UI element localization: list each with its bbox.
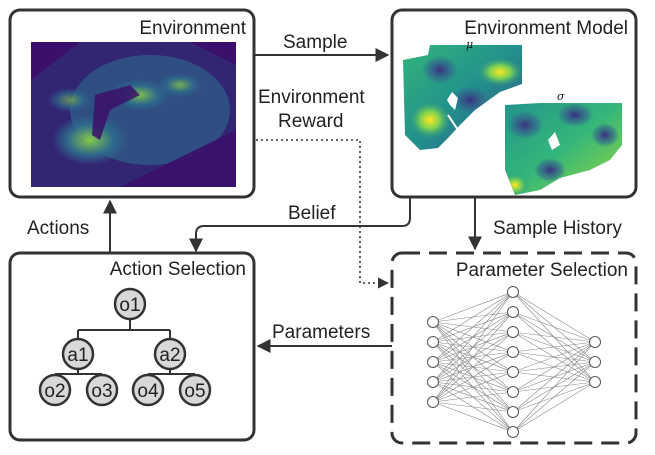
search-tree: o1 a1 a2 o2 o3 o4 <box>38 287 212 407</box>
network-connection <box>512 341 596 433</box>
arrow-parameters-label: Parameters <box>272 322 370 343</box>
network-neuron <box>507 426 519 438</box>
arrow-environment-reward-label-line2: Reward <box>278 111 343 132</box>
mean-symbol: μ <box>466 38 473 51</box>
arrow-sample-label: Sample <box>283 32 347 53</box>
network-connection <box>432 401 514 433</box>
network-connection <box>432 291 514 403</box>
network-neuron <box>427 336 439 348</box>
network-connection <box>512 311 596 343</box>
action-selection-box: Action Selection o1 a1 a2 o2 <box>8 251 256 442</box>
network-connection <box>432 331 514 403</box>
arrow-sample-history-label: Sample History <box>493 218 622 239</box>
tree-node-leaf: o4 <box>131 373 165 407</box>
network-neuron <box>507 346 519 358</box>
tree-node-leaf: o2 <box>38 373 72 407</box>
tree-node-leaf: o3 <box>85 373 119 407</box>
environment-title: Environment <box>139 18 246 39</box>
network-connection <box>432 291 514 343</box>
network-connection <box>432 401 514 413</box>
network-neuron <box>507 386 519 398</box>
network-connection <box>512 291 596 343</box>
tree-node-action-label: a2 <box>159 345 180 366</box>
network-neuron <box>427 316 439 328</box>
arrow-actions: Actions <box>27 199 117 253</box>
network-connection <box>432 311 514 403</box>
network-neuron <box>589 356 601 368</box>
network-connection <box>512 341 596 373</box>
network-connection <box>512 381 596 433</box>
network-connection <box>512 361 596 433</box>
std-symbol: σ <box>557 90 565 103</box>
network-connection <box>512 341 596 393</box>
arrow-sample-history: Sample History <box>468 197 622 251</box>
arrow-belief-label: Belief <box>288 203 336 224</box>
network-connection <box>512 341 596 353</box>
tree-node-leaf-label: o4 <box>137 381 159 402</box>
environment-model-box: Environment Model μ σ <box>390 8 638 199</box>
network-connection <box>432 291 514 363</box>
network-connection <box>432 371 514 403</box>
parameter-selection-box: Parameter Selection <box>390 251 638 445</box>
network-connection <box>432 291 514 323</box>
arrow-environment-reward: Environment Reward <box>256 87 390 289</box>
network-neuron <box>507 306 519 318</box>
arrow-actions-label: Actions <box>27 218 89 239</box>
action-selection-title: Action Selection <box>110 259 246 280</box>
network-neuron <box>507 286 519 298</box>
environment-box: Environment <box>8 8 256 199</box>
tree-node-action: a1 <box>61 337 95 371</box>
tree-node-action-label: a1 <box>67 345 88 366</box>
tree-node-root: o1 <box>113 287 147 321</box>
arrow-belief: Belief <box>189 197 411 253</box>
tree-node-leaf-label: o3 <box>91 381 112 402</box>
network-neuron <box>427 356 439 368</box>
arrow-parameters: Parameters <box>256 322 392 353</box>
environment-heatmap-image <box>31 42 236 187</box>
tree-node-root-label: o1 <box>119 295 140 316</box>
network-neuron <box>507 366 519 378</box>
network-neuron <box>427 376 439 388</box>
network-connection <box>432 291 514 383</box>
neural-network <box>427 286 601 438</box>
network-neuron <box>589 376 601 388</box>
network-neuron <box>589 336 601 348</box>
parameter-selection-title: Parameter Selection <box>456 260 628 281</box>
network-neuron <box>507 406 519 418</box>
network-connection <box>512 341 596 413</box>
network-connection <box>432 391 514 403</box>
tree-node-leaf-label: o2 <box>44 381 65 402</box>
network-neuron <box>507 326 519 338</box>
tree-node-action: a2 <box>153 337 187 371</box>
network-neuron <box>427 396 439 408</box>
network-connection <box>512 331 596 343</box>
network-connection <box>432 351 514 403</box>
tree-node-leaf: o5 <box>178 373 212 407</box>
arrow-environment-reward-label-line1: Environment <box>258 87 365 108</box>
tree-node-leaf-label: o5 <box>184 381 205 402</box>
arrow-sample: Sample <box>254 32 390 62</box>
environment-model-title: Environment Model <box>464 18 628 39</box>
